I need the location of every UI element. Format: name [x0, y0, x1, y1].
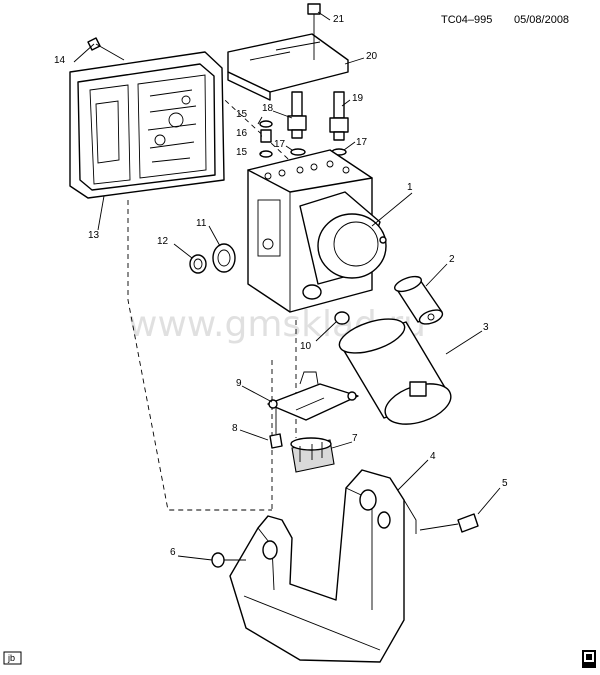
mounting-plate	[267, 371, 359, 421]
callout-5: 5	[502, 478, 508, 489]
callout-1: 1	[407, 182, 413, 193]
upper-bracket	[227, 33, 349, 101]
hex-nut	[212, 243, 236, 273]
callout-19: 19	[352, 93, 364, 104]
callout-3: 3	[483, 322, 489, 333]
callout-6: 6	[170, 547, 176, 558]
top-bolt	[307, 3, 321, 60]
callout-14: 14	[54, 55, 66, 66]
callout-4: 4	[430, 451, 436, 462]
callout-12: 12	[157, 236, 169, 247]
callout-21: 21	[333, 14, 345, 25]
footer-tag-text: jb	[7, 653, 15, 663]
illustration-code: TC04–995	[441, 14, 492, 26]
lower-bracket	[229, 469, 417, 663]
callout-7: 7	[352, 433, 358, 444]
callout-18: 18	[262, 103, 274, 114]
plug-16	[260, 129, 272, 143]
pump-motor	[299, 191, 387, 285]
illustration-date: 05/08/2008	[514, 14, 569, 26]
callout-11: 11	[196, 218, 207, 229]
plate-bolt	[269, 406, 283, 449]
brand-logo-icon	[582, 650, 596, 668]
callout-13: 13	[88, 230, 100, 241]
pressure-sensor-right	[329, 91, 349, 141]
callout-17-left: 17	[274, 139, 286, 150]
callout-9: 9	[236, 378, 242, 389]
rubber-isolator	[290, 437, 335, 473]
bracket-bolt-right	[419, 513, 479, 533]
accumulator-canister	[338, 318, 452, 425]
footer-tag: jb	[3, 651, 22, 665]
callout-2: 2	[449, 254, 455, 265]
o-ring-left	[290, 148, 306, 156]
seal-ring-lower	[259, 150, 273, 158]
callout-20: 20	[366, 51, 378, 62]
callout-8: 8	[232, 423, 238, 434]
callout-numbers: 1 2 3 4 5 6 7 8 9 10 11 12 13 14 15 15 1…	[54, 14, 508, 558]
callout-10: 10	[300, 341, 312, 352]
filter-cartridge	[393, 275, 444, 325]
grommet	[189, 254, 207, 274]
seal-ring-upper	[259, 120, 273, 128]
electronic-control-module	[69, 51, 225, 199]
callout-16: 16	[236, 128, 248, 139]
pressure-sensor-left	[287, 91, 307, 139]
callout-17-right: 17	[356, 137, 368, 148]
module-screw	[87, 37, 125, 61]
callout-15-upper: 15	[236, 109, 248, 120]
leader-lines	[73, 11, 501, 561]
callout-15-lower: 15	[236, 147, 248, 158]
port-plug	[334, 311, 350, 325]
